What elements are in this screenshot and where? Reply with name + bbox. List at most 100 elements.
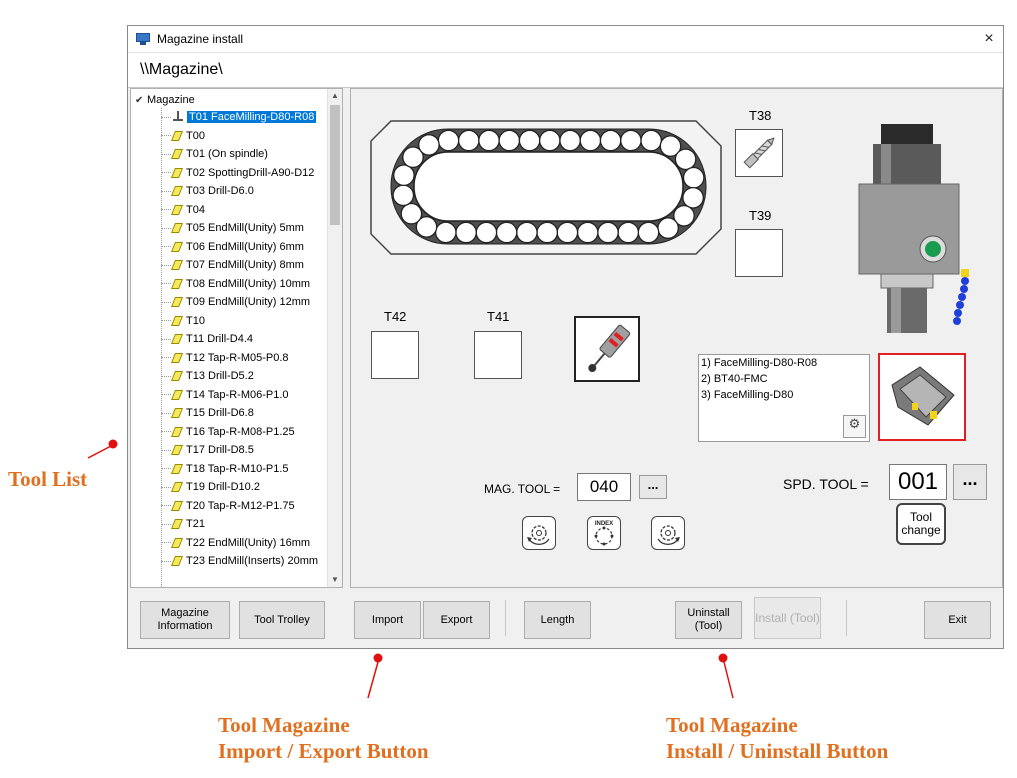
spd-tool-input[interactable]: 001 xyxy=(889,464,947,500)
tool-list-item-label: T01 FaceMilling-D80-R08 xyxy=(187,111,317,124)
tool-list-item[interactable]: T00 xyxy=(161,127,341,146)
tree-connector xyxy=(161,246,171,248)
tool-list-item[interactable]: T23 EndMill(Inserts) 20mm xyxy=(161,552,341,571)
index-button[interactable]: INDEX xyxy=(587,516,621,550)
magazine-pocket[interactable] xyxy=(393,164,415,187)
tool-list-item[interactable]: T15 Drill-D6.8 xyxy=(161,404,341,423)
tool-list-item-label: T00 xyxy=(186,129,205,142)
tool-list-item[interactable]: T11 Drill-D4.4 xyxy=(161,330,341,349)
scroll-up-icon[interactable]: ▲ xyxy=(331,91,339,100)
tool-change-button[interactable]: Tool change xyxy=(896,503,946,545)
tool-list-item[interactable]: T01 (On spindle) xyxy=(161,145,341,164)
tree-root[interactable]: ✔ Magazine xyxy=(135,92,195,108)
annotation-import-export-title: Tool Magazine xyxy=(218,713,350,737)
index-icon: INDEX xyxy=(594,521,614,546)
magazine-pocket[interactable] xyxy=(673,204,695,227)
scroll-thumb[interactable] xyxy=(330,105,340,225)
tree-connector xyxy=(161,412,171,414)
spindle-tool-info: 1) FaceMilling-D80-R08 2) BT40-FMC 3) Fa… xyxy=(698,354,870,442)
tree-connector xyxy=(161,357,171,359)
tool-list-item[interactable]: T19 Drill-D10.2 xyxy=(161,478,341,497)
tool-list-item[interactable]: T10 xyxy=(161,312,341,331)
tree-connector xyxy=(161,209,171,211)
magazine-pocket[interactable] xyxy=(402,146,424,169)
close-button[interactable]: × xyxy=(984,30,994,47)
slot-label-t38: T38 xyxy=(749,108,772,123)
chevron-down-icon[interactable]: ✔ xyxy=(135,94,144,106)
tool-list-item[interactable]: T17 Drill-D8.5 xyxy=(161,441,341,460)
tool-list-item[interactable]: T03 Drill-D6.0 xyxy=(161,182,341,201)
tool-list-item[interactable]: T16 Tap-R-M08-P1.25 xyxy=(161,423,341,442)
magazine-pocket[interactable] xyxy=(659,135,682,157)
tool-list-item[interactable]: T22 EndMill(Unity) 16mm xyxy=(161,534,341,553)
magazine-pocket[interactable] xyxy=(418,134,440,156)
slot-t38[interactable] xyxy=(735,129,783,177)
spindle-head-icon xyxy=(858,124,969,333)
path-label: \\Magazine\ xyxy=(140,61,223,78)
tool-list-item[interactable]: T09 EndMill(Unity) 12mm xyxy=(161,293,341,312)
install-tool-button[interactable]: Install (Tool) xyxy=(754,597,821,639)
magazine-install-window: Magazine install × \\Magazine\ ✔ Magazin… xyxy=(127,25,1004,649)
toolbar-separator xyxy=(846,600,847,636)
tree-connector xyxy=(161,449,171,451)
slot-t39[interactable] xyxy=(735,229,783,277)
info-line-1: 1) FaceMilling-D80-R08 xyxy=(701,357,818,369)
tool-list-item[interactable]: T12 Tap-R-M05-P0.8 xyxy=(161,349,341,368)
mag-tool-browse-button[interactable]: ... xyxy=(639,475,667,499)
probe-tool-slot[interactable] xyxy=(574,316,640,382)
tool-list-item-label: T09 EndMill(Unity) 12mm xyxy=(186,296,311,309)
exit-button[interactable]: Exit xyxy=(924,601,991,639)
tree-connector xyxy=(161,116,171,118)
length-button[interactable]: Length xyxy=(524,601,591,639)
mag-tool-input[interactable]: 040 xyxy=(577,473,631,501)
tool-list-item-label: T08 EndMill(Unity) 10mm xyxy=(186,277,311,290)
tree-connector xyxy=(161,394,171,396)
tool-list-item[interactable]: T04 xyxy=(161,201,341,220)
gear-icon[interactable]: ⚙ xyxy=(843,415,866,438)
tree-connector xyxy=(161,320,171,322)
monitor-icon xyxy=(136,33,150,45)
annotation-import-export-subtitle: Import / Export Button xyxy=(218,739,429,763)
magazine-pocket[interactable] xyxy=(415,216,438,238)
magazine-pocket[interactable] xyxy=(400,202,423,225)
tool-list-item[interactable]: T14 Tap-R-M06-P1.0 xyxy=(161,386,341,405)
index-label: INDEX xyxy=(595,521,613,527)
face-mill-icon xyxy=(891,366,955,426)
tree-connector xyxy=(161,283,171,285)
tool-list-item-label: T13 Drill-D5.2 xyxy=(186,370,254,383)
tool-list-item[interactable]: T05 EndMill(Unity) 5mm xyxy=(161,219,341,238)
tool-list-item-label: T20 Tap-R-M12-P1.75 xyxy=(186,499,295,512)
tool-list-item[interactable]: T08 EndMill(Unity) 10mm xyxy=(161,275,341,294)
scroll-down-icon[interactable]: ▼ xyxy=(331,575,339,584)
spindle-tool-view[interactable] xyxy=(878,353,966,441)
rotate-cw-button[interactable] xyxy=(651,516,685,550)
tool-list-item[interactable]: T13 Drill-D5.2 xyxy=(161,367,341,386)
tool-list-item-label: T15 Drill-D6.8 xyxy=(186,407,254,420)
tool-list-item[interactable]: T02 SpottingDrill-A90-D12 xyxy=(161,164,341,183)
mag-tool-label: MAG. TOOL = xyxy=(484,482,561,496)
tree-connector xyxy=(161,560,171,562)
tool-list-item[interactable]: T06 EndMill(Unity) 6mm xyxy=(161,238,341,257)
tool-list-item[interactable]: T07 EndMill(Unity) 8mm xyxy=(161,256,341,275)
tool-chain-magazine[interactable] xyxy=(351,89,751,309)
rotate-ccw-button[interactable] xyxy=(522,516,556,550)
tree-scrollbar[interactable]: ▲ ▼ xyxy=(327,89,342,587)
tree-connector xyxy=(161,486,171,488)
tool-trolley-button[interactable]: Tool Trolley xyxy=(239,601,325,639)
magazine-pocket[interactable] xyxy=(682,186,704,209)
magazine-information-button[interactable]: Magazine Information xyxy=(140,601,230,639)
tool-list-item[interactable]: T18 Tap-R-M10-P1.5 xyxy=(161,460,341,479)
tool-list-item[interactable]: T01 FaceMilling-D80-R08 xyxy=(161,108,341,127)
slot-t41[interactable] xyxy=(474,331,522,379)
magazine-pocket[interactable] xyxy=(674,148,697,171)
tool-list-item[interactable]: T20 Tap-R-M12-P1.75 xyxy=(161,497,341,516)
spd-tool-browse-button[interactable]: ... xyxy=(953,464,987,500)
export-button[interactable]: Export xyxy=(423,601,490,639)
uninstall-tool-button[interactable]: Uninstall (Tool) xyxy=(675,601,742,639)
slot-t42[interactable] xyxy=(371,331,419,379)
tool-list-item-label: T23 EndMill(Inserts) 20mm xyxy=(186,555,319,568)
tool-list-item[interactable]: T21 xyxy=(161,515,341,534)
import-button[interactable]: Import xyxy=(354,601,421,639)
